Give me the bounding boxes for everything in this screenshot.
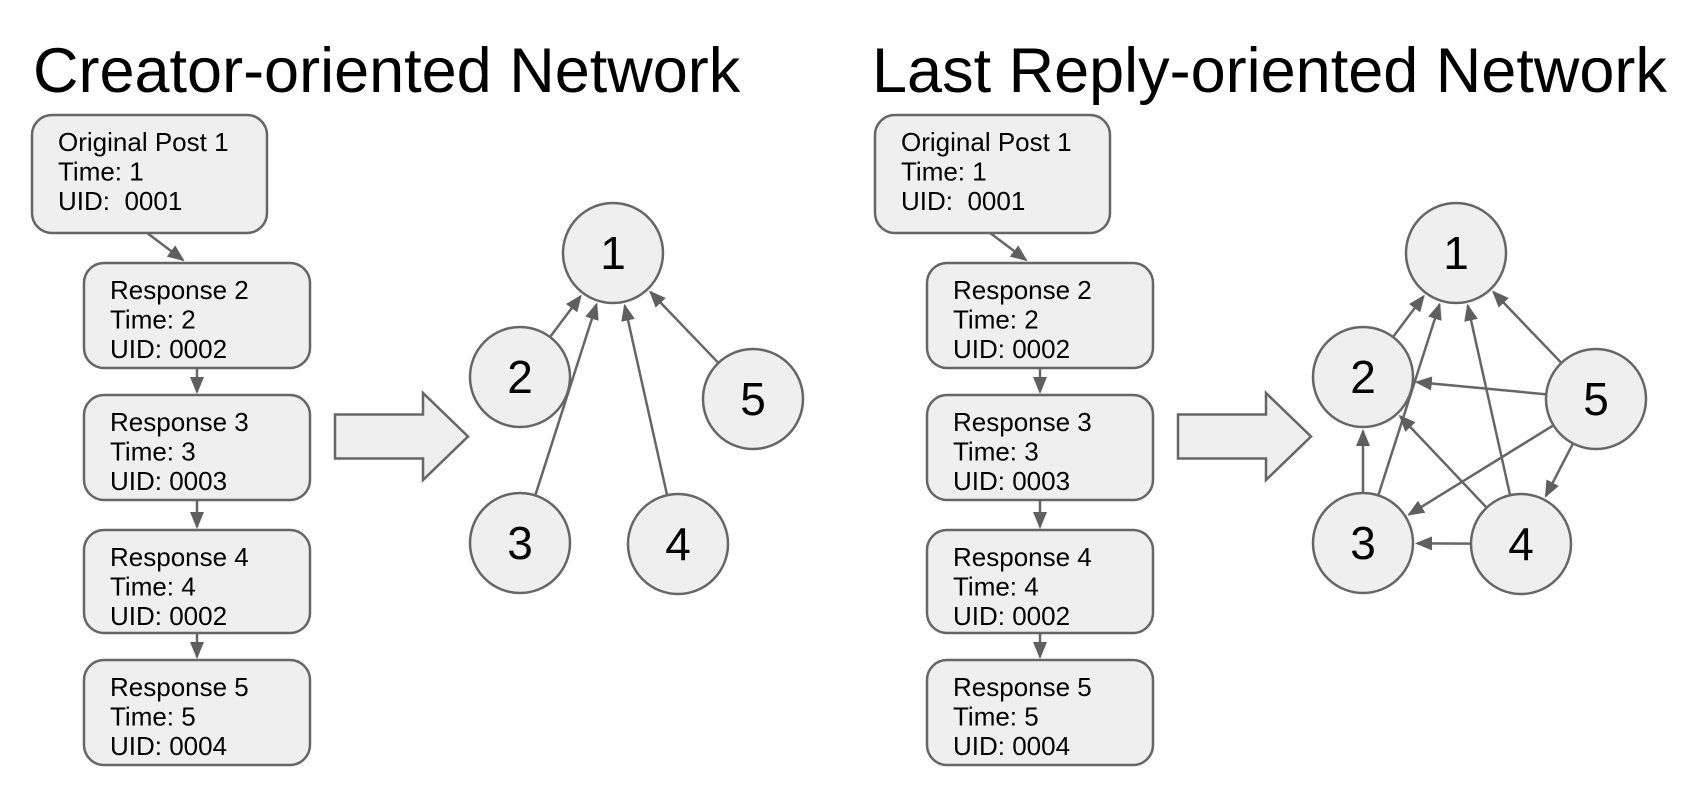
- chain-box-line: UID: 0002: [110, 334, 227, 364]
- title-last-reply-oriented-network: Last Reply-oriented Network: [872, 36, 1667, 106]
- graph-node-1: 1: [561, 201, 665, 305]
- chain-box-line: Response 3: [110, 407, 249, 437]
- graph-edge-4-1: [621, 303, 669, 495]
- flow-arrow: [1176, 390, 1313, 483]
- graph-node-3: 3: [468, 491, 572, 595]
- graph-edge-5-2: [1414, 376, 1546, 396]
- chain-box-line: Response 3: [953, 407, 1092, 437]
- graph-node-5: 5: [1544, 347, 1648, 451]
- chain-box-line: UID: 0002: [953, 334, 1070, 364]
- chain-box-line: Time: 2: [110, 305, 196, 335]
- graph-edge-5-4: [1544, 443, 1574, 498]
- chain-box-line: Time: 4: [110, 572, 196, 602]
- graph-node-circle-3: [468, 491, 572, 595]
- chain-box-line: Time: 3: [110, 437, 196, 467]
- graph-node-label-3: 3: [507, 517, 533, 569]
- chain-box-line: Response 5: [110, 672, 249, 702]
- graph-edge-2-1: [549, 294, 582, 337]
- graph-node-4: 4: [1469, 492, 1573, 596]
- graph-node-label-2: 2: [507, 351, 533, 403]
- graph-node-label-4: 4: [665, 518, 691, 570]
- graph-node-circle-3: [1311, 491, 1415, 595]
- graph-edge-5-1: [648, 290, 719, 364]
- chain-arrow-1: [989, 232, 1028, 262]
- chain-box-line: Time: 3: [953, 437, 1039, 467]
- chain-box-shape: [873, 113, 1112, 235]
- chain-box-line: UID: 0003: [953, 466, 1070, 496]
- chain-box-line: Response 4: [953, 542, 1092, 572]
- chain-box-line: Original Post 1: [901, 127, 1072, 157]
- chain-box-line: UID: 0001: [58, 186, 182, 216]
- chain-box-shape: [30, 113, 269, 235]
- chain-box-line: Original Post 1: [58, 127, 229, 157]
- graph-node-circle-5: [701, 347, 805, 451]
- graph-node-3: 3: [1311, 491, 1415, 595]
- chain-box-line: UID: 0002: [953, 601, 1070, 631]
- chain-arrow-1: [146, 232, 185, 262]
- graph-edge-2-1: [1392, 294, 1425, 337]
- chain-box-shape: [925, 658, 1155, 767]
- graph-node-circle-4: [1469, 492, 1573, 596]
- graph-node-label-5: 5: [740, 373, 766, 425]
- graph-node-circle-2: [468, 325, 572, 429]
- graph-edge-5-1: [1491, 290, 1562, 364]
- graph-node-1: 1: [1404, 201, 1508, 305]
- chain-box-line: Response 2: [110, 275, 249, 305]
- chain-box-line: Time: 2: [953, 305, 1039, 335]
- graph-node-label-2: 2: [1350, 351, 1376, 403]
- chain-box-line: Time: 5: [110, 702, 196, 732]
- chain-box-line: UID: 0004: [953, 731, 1070, 761]
- graph-node-circle-4: [626, 492, 730, 596]
- graph-node-label-1: 1: [1443, 227, 1469, 279]
- chain-box-line: UID: 0001: [901, 186, 1025, 216]
- graph-node-label-4: 4: [1508, 518, 1534, 570]
- title-creator-oriented-network: Creator-oriented Network: [33, 36, 741, 106]
- chain-box-line: UID: 0002: [110, 601, 227, 631]
- graph-node-circle-1: [561, 201, 665, 305]
- graph-node-circle-5: [1544, 347, 1648, 451]
- chain-box-line: Response 2: [953, 275, 1092, 305]
- chain-box-line: Response 5: [953, 672, 1092, 702]
- graph-node-circle-2: [1311, 325, 1415, 429]
- chain-box-line: UID: 0003: [110, 466, 227, 496]
- graph-node-2: 2: [468, 325, 572, 429]
- graph-node-label-5: 5: [1583, 373, 1609, 425]
- graph-node-2: 2: [1311, 325, 1415, 429]
- graph-node-label-1: 1: [600, 227, 626, 279]
- graph-node-circle-1: [1404, 201, 1508, 305]
- chain-box-line: Response 4: [110, 542, 249, 572]
- flow-arrow: [333, 390, 470, 483]
- chain-box-line: Time: 1: [58, 157, 144, 187]
- graph-node-4: 4: [626, 492, 730, 596]
- graph-edge-4-1: [1464, 303, 1512, 495]
- chain-box-line: UID: 0004: [110, 731, 227, 761]
- graph-node-5: 5: [701, 347, 805, 451]
- chain-box-line: Time: 4: [953, 572, 1039, 602]
- chain-box-shape: [82, 658, 312, 767]
- graph-node-label-3: 3: [1350, 517, 1376, 569]
- graph-edge-4-2: [1398, 414, 1487, 508]
- chain-box-line: Time: 1: [901, 157, 987, 187]
- chain-box-line: Time: 5: [953, 702, 1039, 732]
- graph-edge-5-3: [1407, 424, 1554, 516]
